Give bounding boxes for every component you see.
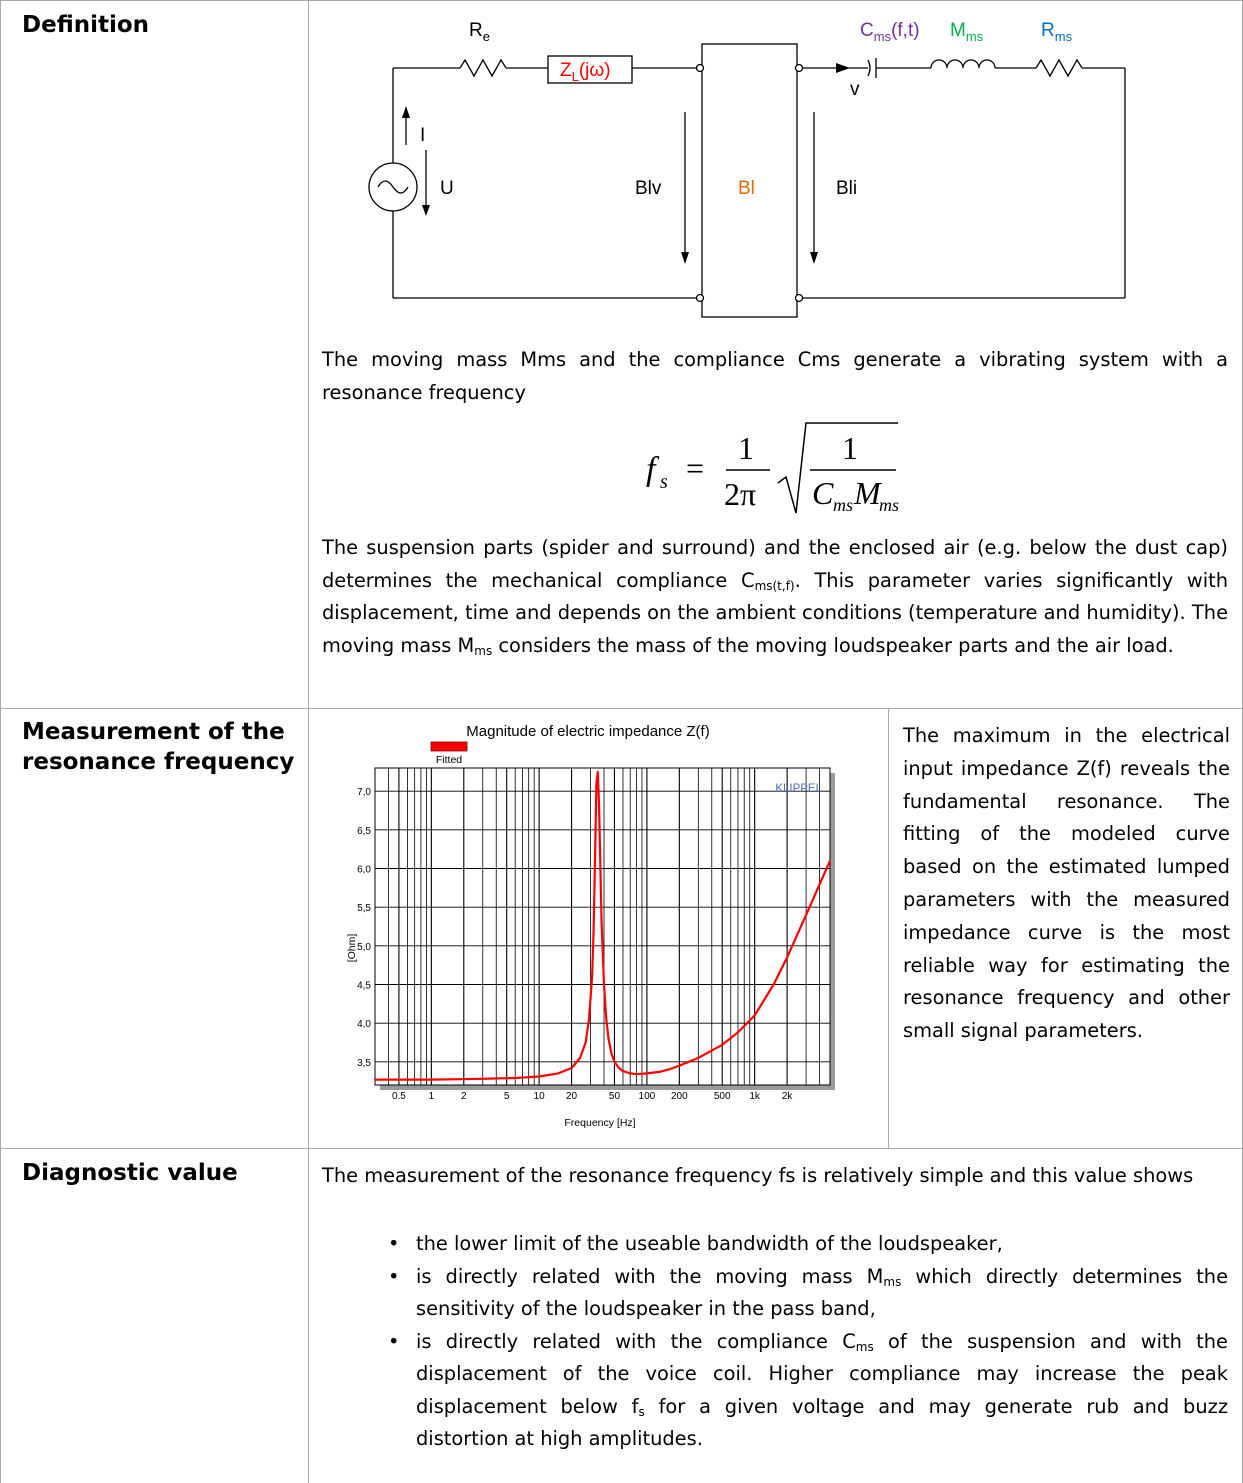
label-mms: Mms [950,20,984,44]
y-tick-label: 7,0 [357,787,371,798]
y-tick-label: 3,5 [357,1058,371,1069]
resonance-frequency-formula: f s = 1 2π 1 C ms M ms [646,422,899,515]
x-tick-label: 2k [782,1091,794,1102]
svg-text:1: 1 [842,430,858,466]
svg-text:C: C [812,475,834,511]
label-cms: Cms(f,t) [860,20,920,44]
impedance-chart: Magnitude of electric impedance Z(f) Fit… [346,723,835,1129]
y-tick-label: 4,5 [357,980,371,991]
svg-text:f: f [646,451,660,488]
x-tick-label: 10 [534,1091,546,1102]
diagnostic-bullet-3: •is directly related with the compliance… [388,1326,1228,1456]
impedance-zl-box [547,55,633,84]
resistor-rms [1035,58,1083,78]
series-line-fitted [375,770,832,1081]
svg-text:=: = [686,450,704,486]
label-re: Re [469,20,490,44]
definition-paragraph-1: The moving mass Mms and the compliance C… [322,348,1228,404]
row-label-measurement-line1: Measurement of the [22,719,285,745]
chart-watermark: KLIPPEL [775,783,822,795]
label-bli: Bli [836,178,857,199]
y-tick-label: 6,0 [357,865,371,876]
svg-text:s: s [660,471,668,493]
bullet-dot: • [388,1232,400,1255]
voltage-source [368,162,418,212]
diagnostic-bullet-list: •the lower limit of the useable bandwidt… [388,1228,1228,1456]
table-column-divider [308,0,309,1483]
label-blv: Blv [635,178,662,199]
measurement-paragraph: The maximum in the electrical input impe… [903,724,1230,1043]
diagnostic-bullet-2: •is directly related with the moving mas… [388,1261,1228,1326]
table-inner-column-divider [888,708,889,1149]
bullet-dot: • [388,1329,400,1353]
y-tick-label: 4,0 [357,1019,371,1030]
table-row-divider-1 [0,708,1243,709]
x-tick-label: 1 [429,1091,435,1102]
capacitor-cms [867,58,877,78]
label-voltage-u: U [440,178,454,199]
row-label-measurement: Measurement of the resonance frequency [22,717,294,777]
definition-paragraph-2: The suspension parts (spider and surroun… [322,536,1228,658]
legend-label-fitted: Fitted [436,754,462,766]
resistor-re [459,58,507,78]
table-border-left [0,0,1,1483]
x-tick-label: 1k [749,1091,761,1102]
x-tick-label: 2 [461,1091,467,1102]
row-label-definition: Definition [22,12,150,38]
table-row-divider-2 [0,1148,1243,1149]
svg-text:ms: ms [833,495,853,515]
diagnostic-bullet-1: •the lower limit of the useable bandwidt… [388,1228,1228,1261]
x-tick-label: 20 [566,1091,578,1102]
chart-title: Magnitude of electric impedance Z(f) [466,723,709,740]
x-tick-label: 100 [639,1091,656,1102]
label-rms: Rms [1041,20,1073,44]
x-tick-label: 200 [671,1091,688,1102]
label-zl: ZL(jω) [560,60,611,84]
label-velocity-v: v [850,79,860,100]
x-tick-label: 50 [609,1091,621,1102]
svg-text:ms: ms [879,495,899,515]
x-tick-label: 500 [714,1091,731,1102]
row-label-diagnostic: Diagnostic value [22,1160,238,1186]
chart-xlabel: Frequency [Hz] [564,1117,635,1129]
diagnostic-intro: The measurement of the resonance frequen… [322,1164,1194,1187]
inductor-mms [930,59,996,69]
x-tick-label: 5 [504,1091,510,1102]
gyrator-box [701,43,798,318]
equivalent-circuit-diagram: Re ZL(jω) Cms(f,t) Mms Rms I U v Blv Bl … [368,20,1126,318]
row-label-measurement-line2: resonance frequency [22,749,295,775]
y-tick-label: 6,5 [357,826,371,837]
label-current-i: I [420,125,425,146]
svg-text:2π: 2π [724,476,756,512]
table-border-top [0,0,1243,1]
y-tick-label: 5,0 [357,942,371,953]
svg-text:M: M [853,475,883,511]
legend-swatch-fitted [430,741,468,752]
x-tick-label: 0.5 [392,1091,406,1102]
svg-text:1: 1 [738,430,754,466]
bullet-dot: • [388,1264,400,1288]
y-tick-label: 5,5 [357,903,371,914]
label-bl: Bl [738,178,755,199]
chart-ylabel: [Ohm] [346,934,358,963]
